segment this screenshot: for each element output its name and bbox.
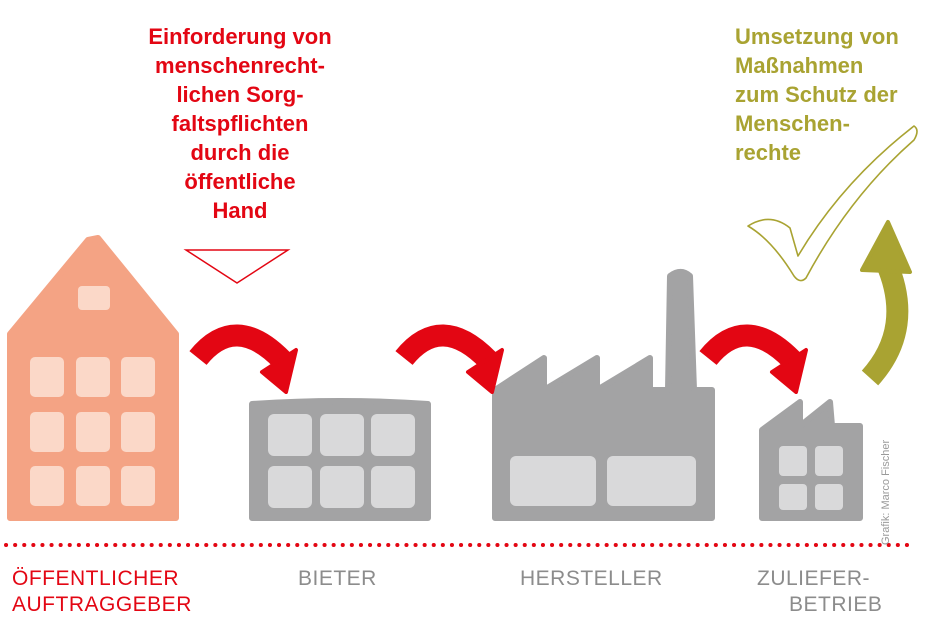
arrow-up-icon — [860, 220, 912, 386]
label-supplier-line: BETRIEB — [789, 593, 883, 616]
headline-demand-line: Einforderung von — [148, 24, 332, 49]
label-supplier: ZULIEFER- BETRIEB — [757, 566, 882, 618]
bidder-building-icon — [249, 398, 431, 521]
headline-demand-line: lichen Sorg- — [176, 82, 304, 107]
headline-implementation-line: Umsetzung von — [735, 24, 899, 49]
label-manufacturer-line: HERSTELLER — [520, 567, 663, 590]
arrow-to-supplier-icon — [699, 324, 808, 394]
graphic-credit: Grafik: Marco Fischer — [880, 439, 892, 545]
public-building-icon — [7, 235, 179, 521]
headline-implementation: Umsetzung von Maßnahmen zum Schutz der M… — [735, 22, 935, 167]
supplier-factory-icon — [759, 399, 863, 521]
headline-demand: Einforderung von menschenrecht- lichen S… — [120, 22, 360, 225]
headline-implementation-line: Maßnahmen — [735, 53, 864, 78]
down-triangle-icon — [183, 249, 291, 284]
checkmark-icon — [747, 125, 918, 282]
label-manufacturer: HERSTELLER — [520, 566, 663, 592]
headline-implementation-line: rechte — [735, 140, 802, 165]
label-bidder: BIETER — [298, 566, 377, 592]
headline-demand-line: durch die — [190, 140, 290, 165]
label-public-client-line: AUFTRAGGEBER — [12, 593, 192, 616]
headline-demand-line: Hand — [212, 198, 268, 223]
headline-demand-line: öffentliche — [184, 169, 296, 194]
arrow-to-bidder-icon — [189, 324, 298, 394]
label-public-client-line: ÖFFENTLICHER — [12, 567, 180, 590]
arrow-to-factory-icon — [395, 324, 504, 394]
headline-implementation-line: zum Schutz der — [735, 82, 898, 107]
headline-demand-line: faltspflichten — [171, 111, 309, 136]
label-supplier-line: ZULIEFER- — [757, 567, 871, 590]
headline-demand-line: menschenrecht- — [155, 53, 325, 78]
label-public-client: ÖFFENTLICHER AUFTRAGGEBER — [12, 566, 192, 618]
label-bidder-line: BIETER — [298, 567, 377, 590]
factory-icon — [492, 269, 715, 521]
headline-implementation-line: Menschen- — [735, 111, 850, 136]
